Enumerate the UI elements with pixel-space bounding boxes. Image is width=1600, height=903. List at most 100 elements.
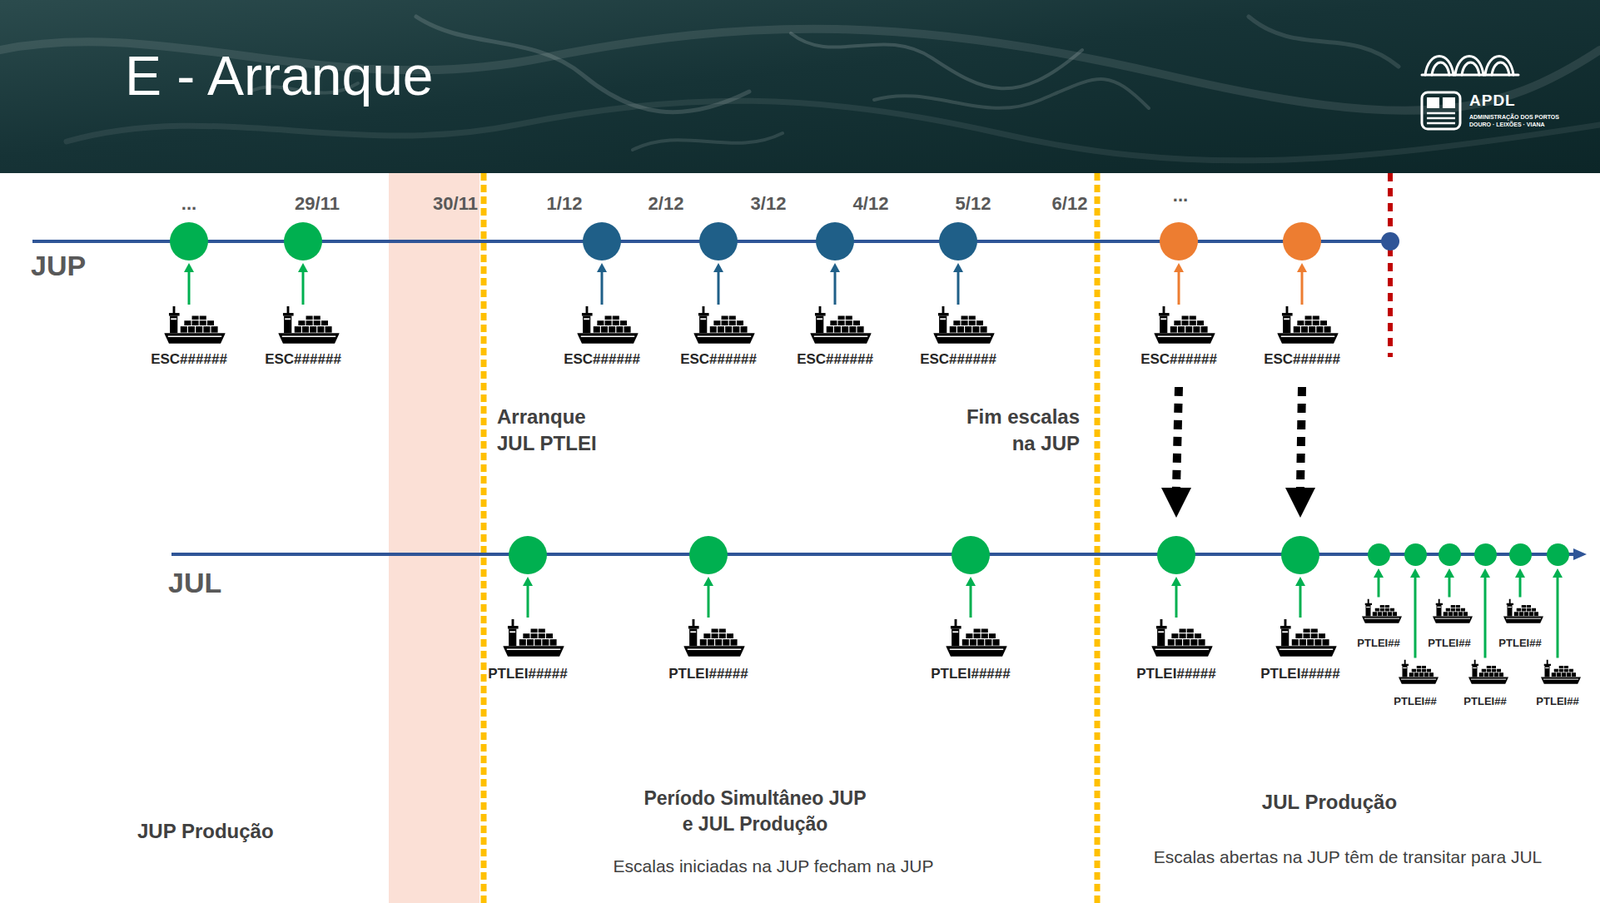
call-code: PTLEI##	[1535, 695, 1579, 709]
date-label: 3/12	[750, 193, 787, 215]
ship-shape	[683, 619, 746, 657]
date-label: 6/12	[1052, 193, 1089, 215]
call-arrowhead	[1552, 568, 1563, 578]
date-label: ...	[1172, 184, 1188, 207]
ship-symbol	[809, 306, 872, 344]
port-call-node: ESC######	[1260, 222, 1344, 371]
phase-note: Escalas abertas na JUP têm de transitar …	[1153, 846, 1543, 868]
port-call-node: PTLEI##	[1530, 543, 1585, 711]
ship-icon	[1351, 543, 1406, 653]
call-arrow	[1299, 584, 1302, 618]
port-call-node: ESC######	[676, 222, 761, 371]
ship-symbol	[933, 306, 995, 344]
port-call-node: PTLEI#####	[1257, 536, 1344, 686]
call-marker	[1438, 543, 1461, 567]
call-arrow	[1301, 270, 1304, 305]
ship-shape	[576, 306, 639, 344]
ship-symbol	[1432, 598, 1473, 623]
call-arrow	[834, 270, 837, 305]
slide-title: E - Arranque	[124, 43, 434, 110]
ship-icon	[1132, 536, 1220, 686]
call-marker	[1509, 543, 1532, 567]
phase-title: JUP Produção	[137, 819, 274, 845]
call-arrowhead	[703, 576, 714, 587]
call-arrowhead	[183, 263, 194, 273]
call-arrowhead	[829, 263, 840, 273]
call-arrow	[1414, 576, 1417, 659]
edge-arrowhead	[1285, 487, 1316, 518]
ship-shape	[1432, 598, 1473, 623]
sea-texture	[0, 16, 1600, 161]
ship-icon	[1137, 222, 1221, 371]
ship-symbol	[693, 306, 756, 344]
call-code: PTLEI#####	[1260, 665, 1340, 683]
ship-shape	[502, 619, 565, 657]
call-code: PTLEI#####	[1136, 665, 1216, 683]
dotted-connector	[1176, 387, 1179, 488]
call-arrow	[707, 584, 711, 618]
call-arrowhead	[713, 263, 724, 273]
ship-icon	[1458, 543, 1512, 711]
milestone-label: Arranque JUL PTLEI	[496, 403, 614, 458]
port-call-node: ESC######	[261, 222, 345, 371]
call-arrow	[969, 584, 973, 618]
call-marker	[582, 222, 622, 261]
ship-shape	[1153, 306, 1216, 344]
call-arrow	[1448, 576, 1451, 598]
phase-title: Período Simultâneo JUP e JUL Produção	[642, 785, 868, 838]
ship-shape	[1540, 659, 1581, 684]
ship-icon	[1260, 222, 1344, 371]
date-label: 2/12	[648, 193, 685, 215]
logo-text: APDL	[1469, 91, 1516, 111]
ship-shape	[278, 306, 340, 344]
call-arrowhead	[1444, 568, 1455, 578]
call-arrowhead	[1373, 568, 1384, 578]
call-arrowhead	[953, 263, 964, 273]
ship-symbol	[1540, 659, 1581, 684]
ship-symbol	[1277, 306, 1339, 344]
call-marker	[1281, 536, 1320, 575]
axis-label: JUL	[168, 566, 222, 601]
call-marker	[951, 536, 990, 575]
call-arrow	[1175, 584, 1178, 618]
timeline-arrowhead	[1573, 548, 1587, 561]
cutover-band	[388, 173, 480, 903]
phase-note: Escalas iniciadas na JUP fecham na JUP	[613, 855, 935, 877]
date-label: 1/12	[546, 193, 583, 215]
port-call-node: ESC######	[147, 222, 231, 371]
call-marker	[1157, 536, 1196, 575]
ship-symbol	[1503, 598, 1544, 623]
call-marker	[169, 222, 209, 261]
edge-arrowhead	[1161, 487, 1192, 518]
ship-symbol	[163, 306, 226, 344]
call-arrowhead	[1295, 576, 1306, 587]
call-marker	[689, 536, 728, 575]
call-code: PTLEI#####	[668, 665, 748, 683]
milestone-label: Fim escalas na JUP	[946, 403, 1080, 458]
call-marker	[1159, 222, 1198, 261]
port-call-node: PTLEI#####	[484, 536, 572, 686]
ship-symbol	[502, 619, 565, 657]
ship-symbol	[576, 306, 639, 344]
call-arrow	[302, 270, 305, 305]
jul-logo	[1421, 56, 1519, 76]
port-call-node: PTLEI#####	[665, 536, 752, 686]
ship-icon	[676, 222, 761, 371]
call-arrowhead	[1171, 576, 1182, 587]
call-arrowhead	[298, 263, 309, 273]
ship-shape	[163, 306, 226, 344]
transition-arrow	[1161, 387, 1192, 518]
call-arrowhead	[1296, 263, 1307, 273]
ship-symbol	[945, 619, 1008, 657]
ship-shape	[809, 306, 872, 344]
call-code: ESC######	[680, 351, 757, 368]
end-line	[1387, 173, 1393, 358]
call-marker	[1474, 543, 1497, 567]
port-call-node: PTLEI##	[1388, 543, 1442, 711]
call-marker	[1282, 222, 1322, 261]
call-code: PTLEI##	[1356, 636, 1400, 651]
ship-symbol	[1398, 659, 1439, 684]
call-code: PTLEI##	[1393, 695, 1437, 709]
